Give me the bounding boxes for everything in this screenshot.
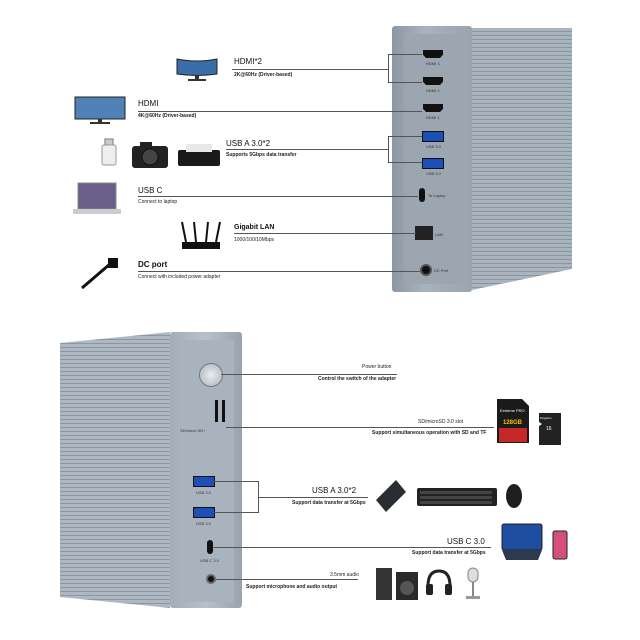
microsd-slot xyxy=(222,400,225,422)
power-title: Power button xyxy=(362,364,392,370)
usb-a-port-3 xyxy=(193,476,215,487)
tablet-icon xyxy=(501,523,543,560)
curved-monitor-icon xyxy=(176,58,218,81)
microsd-card-icon xyxy=(539,413,561,445)
printer-icon xyxy=(178,144,220,166)
keyboard-icon xyxy=(417,488,497,506)
microphone-icon xyxy=(466,567,480,599)
hdmi1-port xyxy=(423,104,443,112)
usbc-bottom-title: USB C 3.0 xyxy=(447,537,485,546)
speakers-icon xyxy=(376,568,418,600)
hdmi3-port xyxy=(423,50,443,58)
usbc-desc: Connect to laptop xyxy=(138,199,178,205)
hdmi2-title: HDMI*2 xyxy=(234,57,263,66)
hdmi2-label: HDMI 2 xyxy=(426,88,440,93)
sd-card-text: Extreme PRO xyxy=(500,408,525,413)
power-desc: Control the switch of the adapter xyxy=(318,376,397,382)
hdmi1-label: HDMI 1 xyxy=(426,115,440,120)
hdmi-desc: 4K@60Hz (Driver-based) xyxy=(138,113,197,119)
sd-card-capacity: 128GB xyxy=(503,420,523,426)
usba-desc: Supports 5Gbps data transfer xyxy=(226,152,297,158)
laptop-icon xyxy=(73,182,121,214)
camera-icon xyxy=(132,142,168,168)
monitor-icon xyxy=(74,96,126,124)
sd-slot-label: SD/micro SD+ xyxy=(180,428,206,433)
hdmi2-desc: 2K@60Hz (Driver-based) xyxy=(234,72,293,78)
laptop-port-label: To Laptop xyxy=(428,193,446,198)
usb-a-port-4 xyxy=(193,507,215,518)
headphones-icon xyxy=(426,569,452,595)
sd-title: SD/microSD 3.0 slot xyxy=(418,419,464,425)
microsd-text: Kingston xyxy=(540,416,552,420)
router-icon xyxy=(181,221,221,249)
usba-bottom-desc: Support data transfer at 5Gbps xyxy=(292,500,366,506)
usb-c-port xyxy=(419,188,425,202)
usb-a-label-4: USB 3.0 xyxy=(196,521,211,526)
dock-bottom-side xyxy=(60,332,170,608)
usb-c-port-bottom xyxy=(207,540,213,554)
hdmi3-label: HDMI 3 xyxy=(426,61,440,66)
usba-bottom-title: USB A 3.0*2 xyxy=(312,486,357,495)
audio-title: 3.5mm audio xyxy=(330,572,359,578)
sd-desc: Support simultaneous operation with SD a… xyxy=(372,430,487,436)
usbc-bottom-desc: Support data transfer at 5Gbps xyxy=(412,550,486,556)
sd-slot xyxy=(215,400,218,422)
usb-a-label-3: USB 3.0 xyxy=(196,490,211,495)
dock-top-side xyxy=(472,28,572,290)
dc-port-label: DC Port xyxy=(434,268,449,273)
dc-title: DC port xyxy=(138,260,168,269)
hdmi2-port xyxy=(423,77,443,85)
audio-jack xyxy=(206,574,216,584)
lan-title: Gigabit LAN xyxy=(234,224,275,231)
sd-card-icon xyxy=(497,399,529,443)
power-button[interactable] xyxy=(199,363,223,387)
audio-desc: Support microphone and audio output xyxy=(246,584,338,590)
lan-port xyxy=(415,226,433,240)
usb-a-port-1 xyxy=(422,131,444,142)
smartphone-icon xyxy=(552,530,568,560)
hdmi-title: HDMI xyxy=(138,99,159,108)
power-adapter-icon xyxy=(81,258,118,290)
usb-a-label-1: USB 3.0 xyxy=(426,144,441,149)
usbc-title: USB C xyxy=(138,186,163,195)
dc-port xyxy=(420,264,432,276)
usb-c-label-bottom: USB C 3.0 xyxy=(200,558,219,563)
usb-a-port-2 xyxy=(422,158,444,169)
lan-desc: 1000/100/10Mbps xyxy=(234,237,275,243)
dc-desc: Connect with included power adapter xyxy=(138,274,221,280)
mouse-icon xyxy=(506,484,522,508)
microsd-capacity: 16 xyxy=(546,426,552,432)
lan-port-label: LAN xyxy=(435,232,443,237)
hard-drive-icon xyxy=(376,480,406,512)
usba-title: USB A 3.0*2 xyxy=(226,139,271,148)
usb-a-label-2: USB 3.0 xyxy=(426,171,441,176)
usb-flash-drive-icon xyxy=(101,138,117,166)
